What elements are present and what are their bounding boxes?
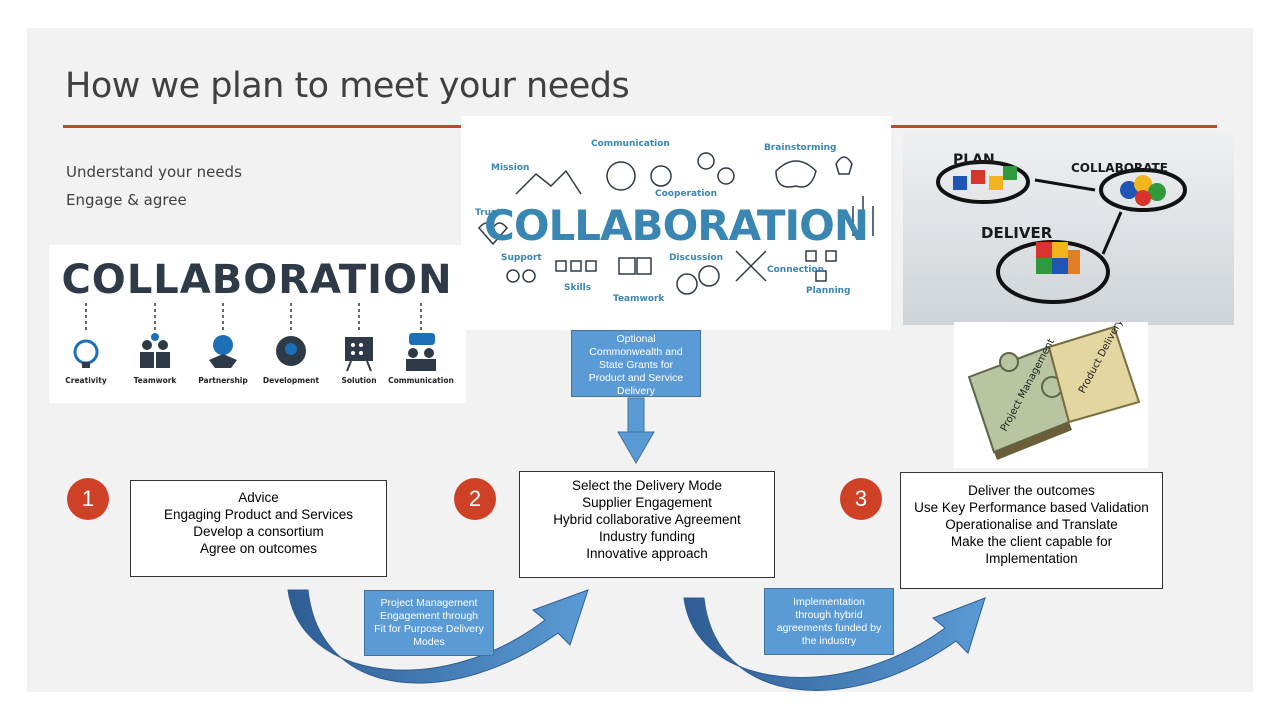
gear-head-icon [276,336,306,366]
transition-1-line: Engagement through [379,610,479,622]
label-plan: PLAN [953,152,995,168]
curved-arrow-2-to-3 [683,597,986,691]
step-2-line: Select the Delivery Mode [571,478,723,493]
lightbulb-icon [73,339,99,368]
step-2-number: 2 [454,478,496,520]
tag-trust: Trust [475,208,501,218]
step-1-line: Develop a consortium [193,524,324,539]
slide-title: How we plan to meet your needs [65,66,630,106]
step-1-box: Advice Engaging Product and Services Dev… [130,480,387,577]
step-3-line: Make the client capable for [950,534,1113,549]
icon-label-teamwork: Teamwork [134,376,178,385]
presentation-board-icon [345,337,373,372]
collaboration-icons-image: COLLABORATION Creativity Teamwork Partne… [49,245,466,403]
tag-planning: Planning [806,286,851,296]
tag-discussion: Discussion [669,253,723,263]
tag-cooperation: Cooperation [655,189,717,199]
tag-communication: Communication [591,139,670,149]
grants-line-1: Optional [616,333,656,345]
down-arrow [617,397,655,464]
puzzle-image: Project Management Product Delivery [954,322,1148,468]
grants-line-2: Commonwealth and [589,346,683,358]
icon-label-partnership: Partnership [198,376,248,385]
step-3-number: 3 [840,478,882,520]
step-2-box: Select the Delivery Mode Supplier Engage… [519,471,775,578]
transition-2-line: Implementation [793,596,865,608]
transition-2-line: the industry [801,635,857,647]
collab-left-word: COLLABORATION [61,257,452,303]
icon-label-communication: Communication [388,376,454,385]
step-3-line: Implementation [985,551,1078,566]
team-icon [140,333,170,368]
chat-people-icon [406,333,436,371]
tag-skills: Skills [564,283,591,293]
transition-1-line: Fit for Purpose Delivery [374,623,484,635]
icon-label-creativity: Creativity [65,376,107,385]
grants-note: Optional Commonwealth and State Grants f… [571,330,701,397]
step-3-line: Operationalise and Translate [945,517,1118,532]
step-2-line: Industry funding [598,529,696,544]
bullet-understand: Understand your needs [66,163,242,181]
step-1-line: Advice [238,490,279,505]
transition-2-line: agreements funded by [776,622,882,634]
curved-arrow-1-to-2 [287,589,589,684]
step-1-number: 1 [67,478,109,520]
grants-line-5: Delivery [617,385,655,397]
step-2-line: Hybrid collaborative Agreement [553,512,741,527]
tag-mission: Mission [491,163,529,173]
tag-connection: Connection [767,265,824,275]
step-3-line: Use Key Performance based Validation [914,500,1149,515]
step-3-line: Deliver the outcomes [968,483,1095,498]
transition-1-line: Modes [413,636,445,648]
grants-line-4: Product and Service [588,372,684,384]
transition-note-1: Project Management Engagement through Fi… [364,590,494,656]
tag-brainstorming: Brainstorming [764,143,836,153]
step-1-line: Engaging Product and Services [163,507,354,522]
collab-center-word: COLLABORATION [484,201,868,250]
step-1-line: Agree on outcomes [199,541,318,556]
transition-1-line: Project Management [380,597,478,609]
icon-label-solution: Solution [341,376,376,385]
label-collaborate: COLLABORATE [1071,161,1168,175]
transition-2-line: through hybrid [795,609,863,621]
step-2-line: Innovative approach [586,546,708,561]
transition-note-2: Implementation through hybrid agreements… [764,588,894,655]
bullet-engage: Engage & agree [66,191,187,209]
icon-label-development: Development [263,376,320,385]
step-3-box: Deliver the outcomes Use Key Performance… [900,472,1163,589]
tag-support: Support [501,253,542,263]
handshake-icon [209,335,237,368]
label-deliver: DELIVER [981,224,1053,242]
step-2-line: Supplier Engagement [582,495,712,510]
collaboration-wordcloud-image: COLLABORATION Mission Communication Brai… [461,116,891,330]
plan-collaborate-deliver-image: PLAN COLLABORATE DELIVER [903,132,1234,325]
grants-line-3: State Grants for [598,359,674,371]
tag-teamwork: Teamwork [613,294,665,304]
